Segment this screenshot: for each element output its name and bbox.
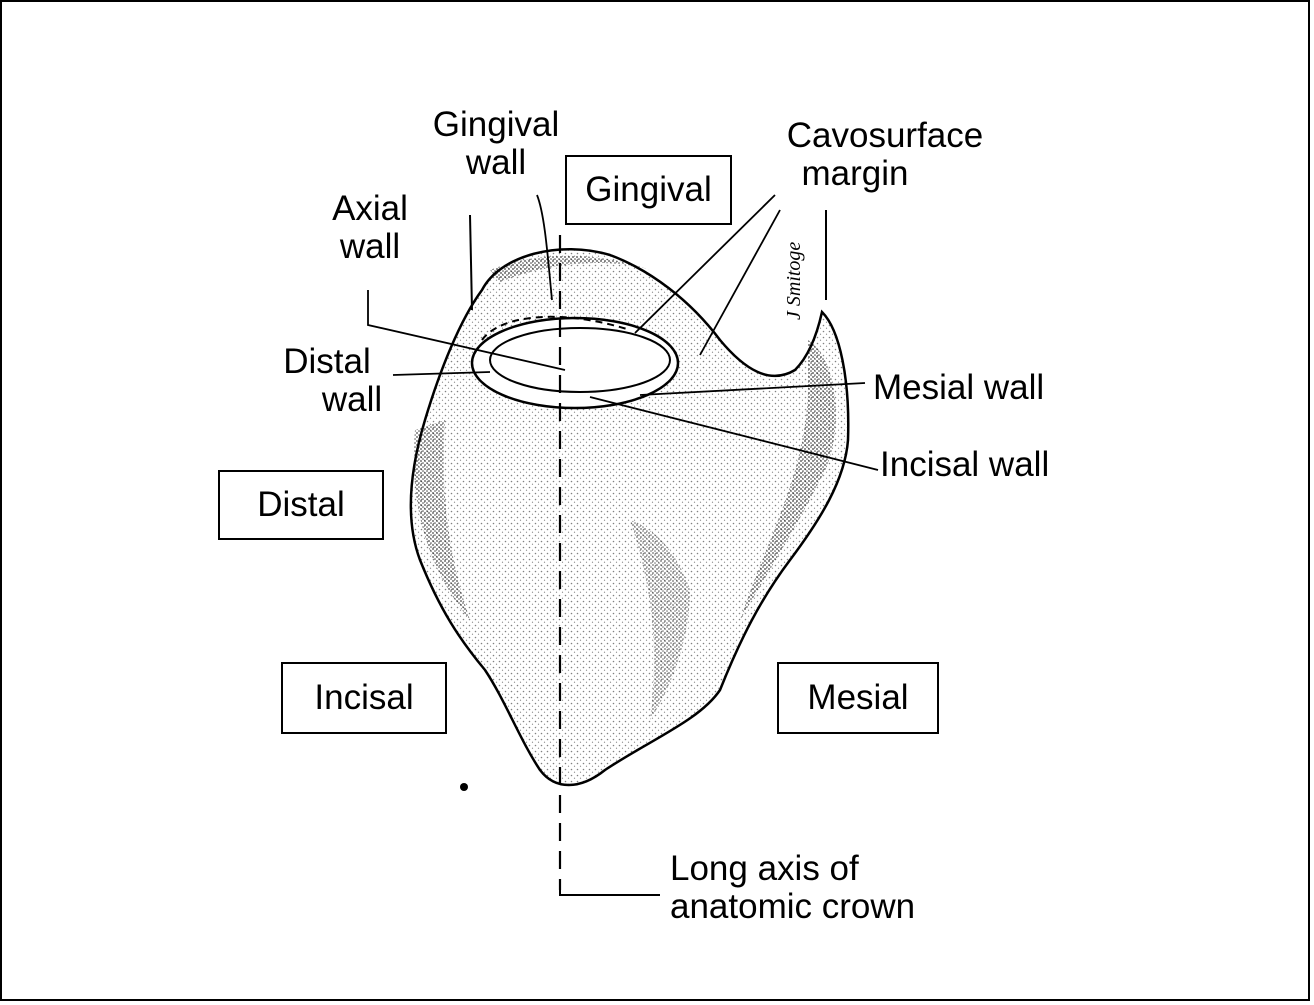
cavosurface-label-line2: margin: [760, 155, 1010, 193]
axial-wall-label-line1: Axial: [310, 190, 430, 228]
axial-wall-label: Axial wall: [310, 190, 430, 266]
distal-orientation-box: Distal: [218, 470, 384, 540]
cavosurface-leader-2: [700, 210, 780, 355]
distal-wall-label-line2: wall: [262, 381, 392, 419]
cavosurface-label-line1: Cavosurface: [760, 117, 1010, 155]
gingival-wall-label-line1: Gingival: [416, 106, 576, 144]
incisal-orientation-box: Incisal: [281, 662, 447, 734]
cavosurface-margin-label: Cavosurface margin: [760, 117, 1010, 193]
axial-wall-label-line2: wall: [310, 228, 430, 266]
long-axis-leader: [560, 890, 660, 895]
distal-wall-label: Distal wall: [262, 343, 392, 419]
long-axis-label: Long axis of anatomic crown: [670, 850, 915, 926]
long-axis-label-line2: anatomic crown: [670, 888, 915, 926]
mesial-orientation-box: Mesial: [777, 662, 939, 734]
gingival-wall-label: Gingival wall: [416, 106, 576, 182]
long-axis-label-line1: Long axis of: [670, 850, 915, 888]
gingival-orientation-box: Gingival: [565, 155, 732, 225]
root-outline-distal: [470, 215, 472, 310]
stray-dot: [460, 783, 468, 791]
incisal-wall-label: Incisal wall: [880, 446, 1049, 484]
mesial-wall-label: Mesial wall: [873, 369, 1044, 407]
gingival-wall-label-line2: wall: [416, 144, 576, 182]
axial-floor: [490, 328, 670, 392]
distal-wall-label-line1: Distal: [262, 343, 392, 381]
artist-signature: J Smitoge: [783, 242, 805, 320]
